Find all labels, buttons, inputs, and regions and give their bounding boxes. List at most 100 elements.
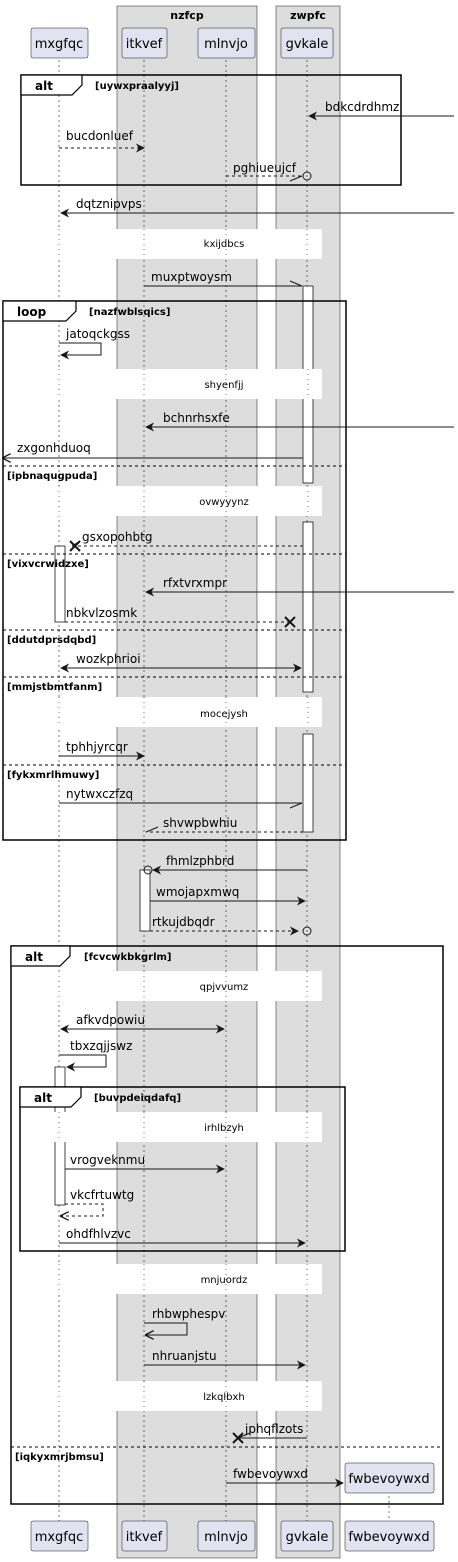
- delay-label: shyenfjj: [204, 380, 243, 391]
- destroy-x-icon: [284, 616, 296, 628]
- message-arrow: [59, 342, 102, 360]
- message-label: ohdfhlvzvc: [66, 1227, 131, 1241]
- else-separators: [3, 465, 443, 1448]
- participant-fwbevoywxd-bottom[interactable]: fwbevoywxd: [344, 1520, 435, 1552]
- activation-mxgfqc-1: [54, 545, 66, 623]
- participant-label: mxgfqc: [35, 1530, 84, 1545]
- participant-gvkale-top[interactable]: gvkale: [280, 27, 334, 59]
- message-arrow-head: [289, 175, 303, 182]
- message-label: rtkujdbqdr: [152, 915, 215, 929]
- activation-gvkale-3: [302, 733, 314, 833]
- message-arrow: [144, 1322, 188, 1335]
- message-label: rhbwphespv: [152, 1307, 225, 1321]
- participant-itkvef-top[interactable]: itkvef: [121, 27, 168, 59]
- message-label: nhruanjstu: [152, 1349, 217, 1363]
- box-label-nzfcp: nzfcp: [170, 9, 204, 22]
- message-label: fhmlzphbrd: [166, 854, 234, 868]
- participant-gvkale-bottom[interactable]: gvkale: [280, 1520, 334, 1552]
- else-guards: [ipbnaqugpuda] [vixvcrwidzxe] [ddutdprsd…: [7, 471, 104, 1463]
- participant-itkvef-bottom[interactable]: itkvef: [121, 1520, 168, 1552]
- participant-mlnvjo-bottom[interactable]: mlnvjo: [197, 1520, 256, 1552]
- message-label: jatoqckgss: [65, 327, 130, 341]
- message-label: shvwpbwhiu: [163, 816, 237, 830]
- participant-mlnvjo-top[interactable]: mlnvjo: [197, 27, 256, 59]
- fragment-loop: [2, 300, 347, 841]
- else-guard: [ddutdprsdqbd]: [7, 635, 96, 646]
- message-arrow-head: [289, 280, 303, 287]
- participant-label: mlnvjo: [204, 37, 248, 52]
- fragment-keywords: alt [uywxpraalyyj] loop [nazfwblsqics] a…: [17, 79, 181, 1105]
- message-found-circle: [302, 926, 312, 936]
- message-arrow: [59, 1054, 107, 1072]
- message-label: fwbevoywxd: [233, 1467, 308, 1481]
- message-label: vkcfrtuwtg: [70, 1188, 134, 1202]
- message-label: bucdonluef: [66, 129, 134, 143]
- message-arrows: [3, 111, 454, 1488]
- message-label: pghiueujcf: [233, 161, 297, 175]
- fragment-guard: [nazfwblsqics]: [89, 307, 170, 318]
- delay-labels: kxijdbcs shyenfjj ovwyyynz mocejysh qpjv…: [199, 239, 249, 1403]
- fragment-alt-2: [10, 945, 444, 1505]
- message-labels: bdkcdrdhmz bucdonluef pghiueujcf dqtznip…: [17, 100, 399, 1481]
- message-arrow-head: [289, 802, 303, 809]
- activation-itkvef-1: [139, 869, 151, 932]
- message-found-circle: [302, 171, 312, 181]
- participant-label: mlnvjo: [204, 1530, 248, 1545]
- message-label: gsxopohbtg: [82, 530, 152, 544]
- delay-label: irhlbzyh: [204, 1123, 244, 1134]
- box-zwpfc: zwpfc: [275, 5, 341, 1559]
- participant-label: itkvef: [126, 1530, 163, 1545]
- else-guard: [ipbnaqugpuda]: [7, 471, 97, 482]
- fragment-guard: [buvpdeiqdafq]: [94, 1093, 181, 1104]
- else-guard: [iqkyxmrjbmsu]: [15, 1452, 104, 1463]
- else-guard: [vixvcrwidzxe]: [7, 559, 89, 570]
- fragment-guard: [fcvcwkbkgrlm]: [84, 952, 172, 963]
- destroy-marks: [69, 540, 296, 1444]
- destroy-x-icon: [69, 540, 81, 552]
- message-label: muxptwoysm: [151, 270, 232, 284]
- message-label: wmojapxmwq: [156, 885, 239, 899]
- fragment-kind: alt: [34, 1091, 52, 1105]
- activation-gvkale-2: [302, 521, 314, 693]
- participant-label: gvkale: [286, 1530, 329, 1545]
- participant-label: fwbevoywxd: [348, 1472, 429, 1487]
- delay-label: qpjvvumz: [200, 982, 249, 993]
- message-label: afkvdpowiu: [76, 1013, 145, 1027]
- message-arrow-head: [145, 826, 159, 833]
- message-label: zxgonhduoq: [17, 441, 91, 455]
- message-label: wozkphrioi: [76, 652, 141, 666]
- participant-fwbevoywxd-created[interactable]: fwbevoywxd: [344, 1462, 435, 1494]
- delay-label: lzkqlbxh: [203, 1392, 245, 1403]
- else-guard: [mmjstbmtfanm]: [7, 682, 102, 693]
- participant-label: mxgfqc: [35, 37, 84, 52]
- fragment-guard: [uywxpraalyyj]: [95, 81, 179, 92]
- message-label: dqtznipvps: [76, 197, 142, 211]
- delay-gaps: [52, 229, 322, 1411]
- message-arrow: [61, 1203, 104, 1216]
- participant-label: gvkale: [286, 37, 329, 52]
- message-label: nytwxczfzq: [66, 787, 133, 801]
- message-label: tbxzqjjswz: [70, 1039, 132, 1053]
- box-label-zwpfc: zwpfc: [290, 9, 326, 22]
- fragment-alt-3: [19, 1086, 346, 1252]
- message-label: vrogveknmu: [70, 1153, 145, 1167]
- delay-label: ovwyyynz: [199, 497, 249, 508]
- fragment-kind: alt: [25, 950, 43, 964]
- box-nzfcp: nzfcp: [116, 5, 258, 1559]
- message-label: nbkvlzosmk: [66, 606, 137, 620]
- delay-dots: [58, 229, 309, 1411]
- fragment-kind: alt: [35, 79, 53, 93]
- else-guard: [fykxmrlhmuwy]: [7, 770, 99, 781]
- message-label: bdkcdrdhmz: [325, 100, 399, 114]
- message-label: rfxtvrxmpr: [163, 576, 227, 590]
- fragment-kind: loop: [17, 305, 47, 319]
- participant-mxgfqc-top[interactable]: mxgfqc: [30, 27, 89, 59]
- participant-mxgfqc-bottom[interactable]: mxgfqc: [30, 1520, 89, 1552]
- message-label: jphqflzots: [244, 1422, 303, 1436]
- message-label: bchnrhsxfe: [163, 411, 230, 425]
- participant-label: itkvef: [126, 37, 163, 52]
- delay-label: kxijdbcs: [204, 239, 245, 250]
- participant-label: fwbevoywxd: [348, 1530, 429, 1545]
- destroy-x-icon: [232, 1432, 244, 1444]
